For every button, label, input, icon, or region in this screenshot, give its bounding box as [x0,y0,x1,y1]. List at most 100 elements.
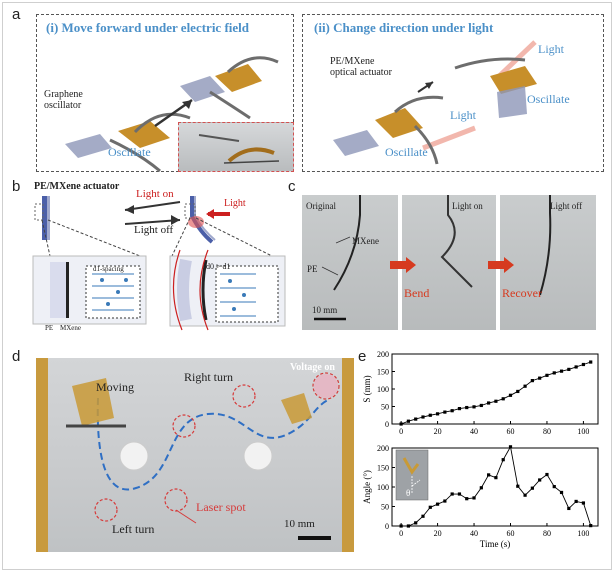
data-point [487,401,491,405]
y-tick-label: 150 [377,464,389,473]
light-label-top: Light [538,42,564,56]
data-point [545,472,549,477]
pe-label-c: PE [307,264,318,274]
series-line [401,445,592,527]
data-point [538,478,542,482]
oscillate-label-right-2: Oscillate [385,145,428,159]
data-point [523,384,527,388]
x-tick-label: 80 [543,427,551,436]
robot-photo-inset [178,122,294,172]
moving-label: Moving [96,380,135,394]
data-point [450,409,454,413]
x-tick-label: 20 [434,427,442,436]
x-tick-label: 60 [506,427,514,436]
d1-spacing-label: d1-spacing [93,265,124,273]
panel-label-a: a [12,6,21,23]
data-point [465,405,469,410]
data-point [494,476,498,480]
data-point [501,458,505,462]
data-point [457,492,462,496]
data-point [501,397,505,401]
data-point [545,373,549,377]
oscillate-label-left: Oscillate [108,145,151,159]
data-point [443,499,447,503]
data-point [414,521,418,525]
panel-label-c: c [288,178,296,195]
actuator-recovered-drawing [539,195,552,296]
pe-mxene-actuator-label: PE/MXene optical actuator [330,56,392,78]
mxene-label-b: MXene [60,324,81,332]
y-tick-label: 200 [377,444,389,453]
data-point [508,445,513,449]
robot-illustration-forward [65,56,279,173]
light-off-label: Light off [134,224,174,236]
y-tick-label: 50 [381,503,389,512]
inset-theta-label: θ [406,488,410,498]
panel-label-e: e [358,348,367,365]
figure-frame [2,2,612,570]
x-tick-label: 0 [399,427,403,436]
panel-a-left-title: (i) Move forward under electric field [46,20,249,35]
data-point [538,376,542,380]
y-tick-label: 50 [381,403,389,412]
left-turn-label: Left turn [112,522,155,536]
data-point [414,417,418,421]
x-tick-label: 40 [470,427,478,436]
recover-arrow-icon [488,257,514,273]
data-point [472,496,476,500]
x-tick-label: 60 [506,529,514,538]
data-point [450,492,454,496]
y-tick-label: 0 [385,522,389,531]
data-point [530,486,534,490]
data-point [574,499,578,504]
robot-photo-drawing [198,134,280,164]
data-point [421,415,425,419]
data-point [428,505,432,509]
data-point [494,399,498,403]
data-point [435,502,440,506]
x-tick-label: 40 [470,529,478,538]
x-axis-label: Time (s) [480,539,510,549]
bend-label: Bend [404,286,430,300]
data-point [552,371,556,375]
data-point [435,412,440,416]
robot-illustration-turn [333,40,537,165]
x-tick-label: 20 [434,529,442,538]
data-point [479,403,483,408]
y-tick-label: 150 [377,368,389,377]
data-point [530,379,534,383]
bend-arrow-icon [390,257,416,273]
scale-label-d: 10 mm [284,518,315,530]
light-on-label: Light on [136,188,174,200]
data-point [574,365,578,369]
data-point [523,493,527,497]
data-point [589,360,593,364]
laser-spot-label: Laser spot [196,500,246,514]
data-point [421,514,425,518]
data-point [567,506,571,511]
y-tick-label: 200 [377,350,389,359]
scale-label-c: 10 mm [312,305,338,315]
panel-a-right-title: (ii) Change direction under light [314,20,494,35]
data-point [589,524,593,528]
light-arrow-label: Light [224,198,246,209]
panel-label-d: d [12,348,21,365]
data-point [428,413,432,417]
data-point [479,486,483,490]
trajectory-drawing [66,372,340,540]
light-on-label-c: Light on [452,201,483,211]
data-point [472,405,476,409]
d0-d1-label: d0 > d1 [206,262,231,271]
data-point [406,524,411,528]
panel-c-arrows [390,257,514,273]
actuator-bent-drawing [440,195,473,288]
plot-frame [391,353,599,425]
inset-robot [402,457,420,475]
data-point [516,484,520,488]
inset-angle-lines [411,476,421,494]
x-tick-label: 100 [577,427,589,436]
y-axis-label: Angle (°) [362,470,372,504]
data-point [552,485,556,489]
panel-label-b: b [12,178,21,195]
